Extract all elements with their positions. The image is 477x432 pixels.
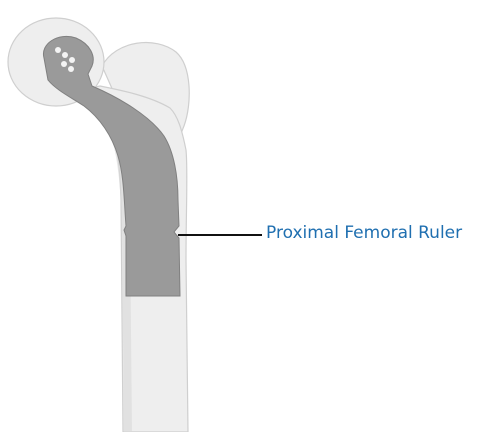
callout-label: Proximal Femoral Ruler — [266, 222, 462, 244]
ruler-hole — [68, 66, 74, 72]
ruler-hole — [62, 52, 68, 58]
ruler-hole — [69, 57, 75, 63]
ruler-hole — [55, 47, 61, 53]
ruler-hole — [61, 61, 67, 67]
